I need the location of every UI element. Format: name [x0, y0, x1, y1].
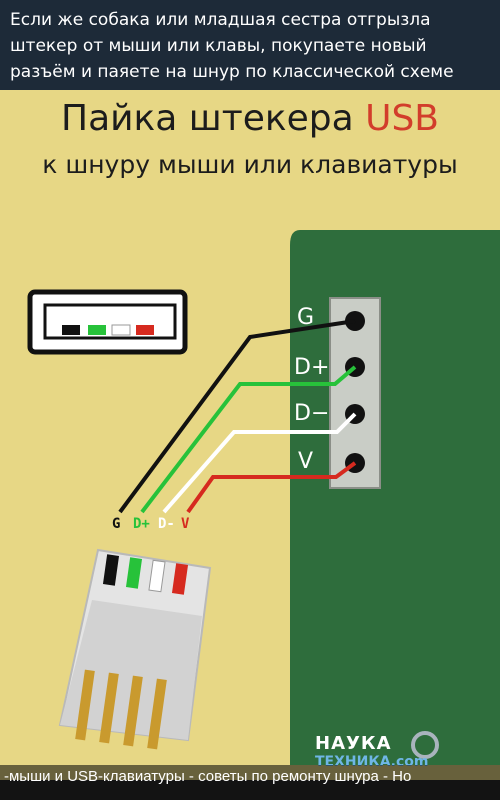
- caption-line-3: разъём и паяете на шнур по классической …: [10, 62, 454, 82]
- wire-dminus: [162, 412, 357, 514]
- title-accent: USB: [365, 98, 439, 139]
- circuit-board: [290, 230, 500, 765]
- plug-label-dplus: D+: [133, 516, 150, 532]
- bottom-caption-bar: -мыши и USB-клавиатуры - советы по ремон…: [0, 765, 500, 800]
- wire-v: [186, 461, 357, 514]
- caption-line-2: штекер от мыши или клавы, покупаете новы…: [10, 36, 427, 56]
- plug-contact-2: [99, 672, 119, 744]
- plug-contact-4: [147, 678, 167, 750]
- top-caption-block: Если же собака или младшая сестра отгрыз…: [0, 0, 500, 90]
- poster-title: Пайка штекера USB: [0, 98, 500, 139]
- title-prefix: Пайка штекера: [61, 98, 354, 139]
- plug-wire-g: [102, 554, 120, 586]
- pin-label-dplus: D+: [294, 355, 330, 380]
- pin-label-v: V: [298, 449, 314, 474]
- gear-icon: [411, 731, 439, 759]
- plug-contact-1: [75, 669, 95, 741]
- socket-contact-dplus: [88, 325, 106, 335]
- plug-wire-dplus: [125, 557, 143, 589]
- logo-line-1: НАУКА: [315, 733, 392, 754]
- socket-contact-v: [136, 325, 154, 335]
- usb-socket-icon: [27, 289, 188, 355]
- wire-dplus: [140, 365, 357, 514]
- socket-contact-g: [62, 325, 80, 335]
- plug-label-g: G: [112, 516, 121, 532]
- poster-subtitle: к шнуру мыши или клавиатуры: [42, 150, 458, 179]
- plug-wire-dminus: [148, 559, 166, 593]
- pin-label-dminus: D−: [294, 401, 330, 426]
- plug-label-v: V: [181, 516, 190, 532]
- wire-g: [118, 319, 356, 514]
- usb-socket-inner-icon: [43, 303, 177, 340]
- plug-label-dminus: D-: [158, 516, 175, 532]
- socket-contact-dminus: [111, 324, 131, 336]
- plug-wire-v: [171, 563, 189, 595]
- bottom-caption-text: -мыши и USB-клавиатуры - советы по ремон…: [4, 768, 412, 785]
- caption-line-1: Если же собака или младшая сестра отгрыз…: [10, 10, 431, 30]
- plug-contact-3: [123, 675, 143, 747]
- pin-label-g: G: [297, 305, 315, 330]
- usb-plug-shell: [60, 600, 202, 740]
